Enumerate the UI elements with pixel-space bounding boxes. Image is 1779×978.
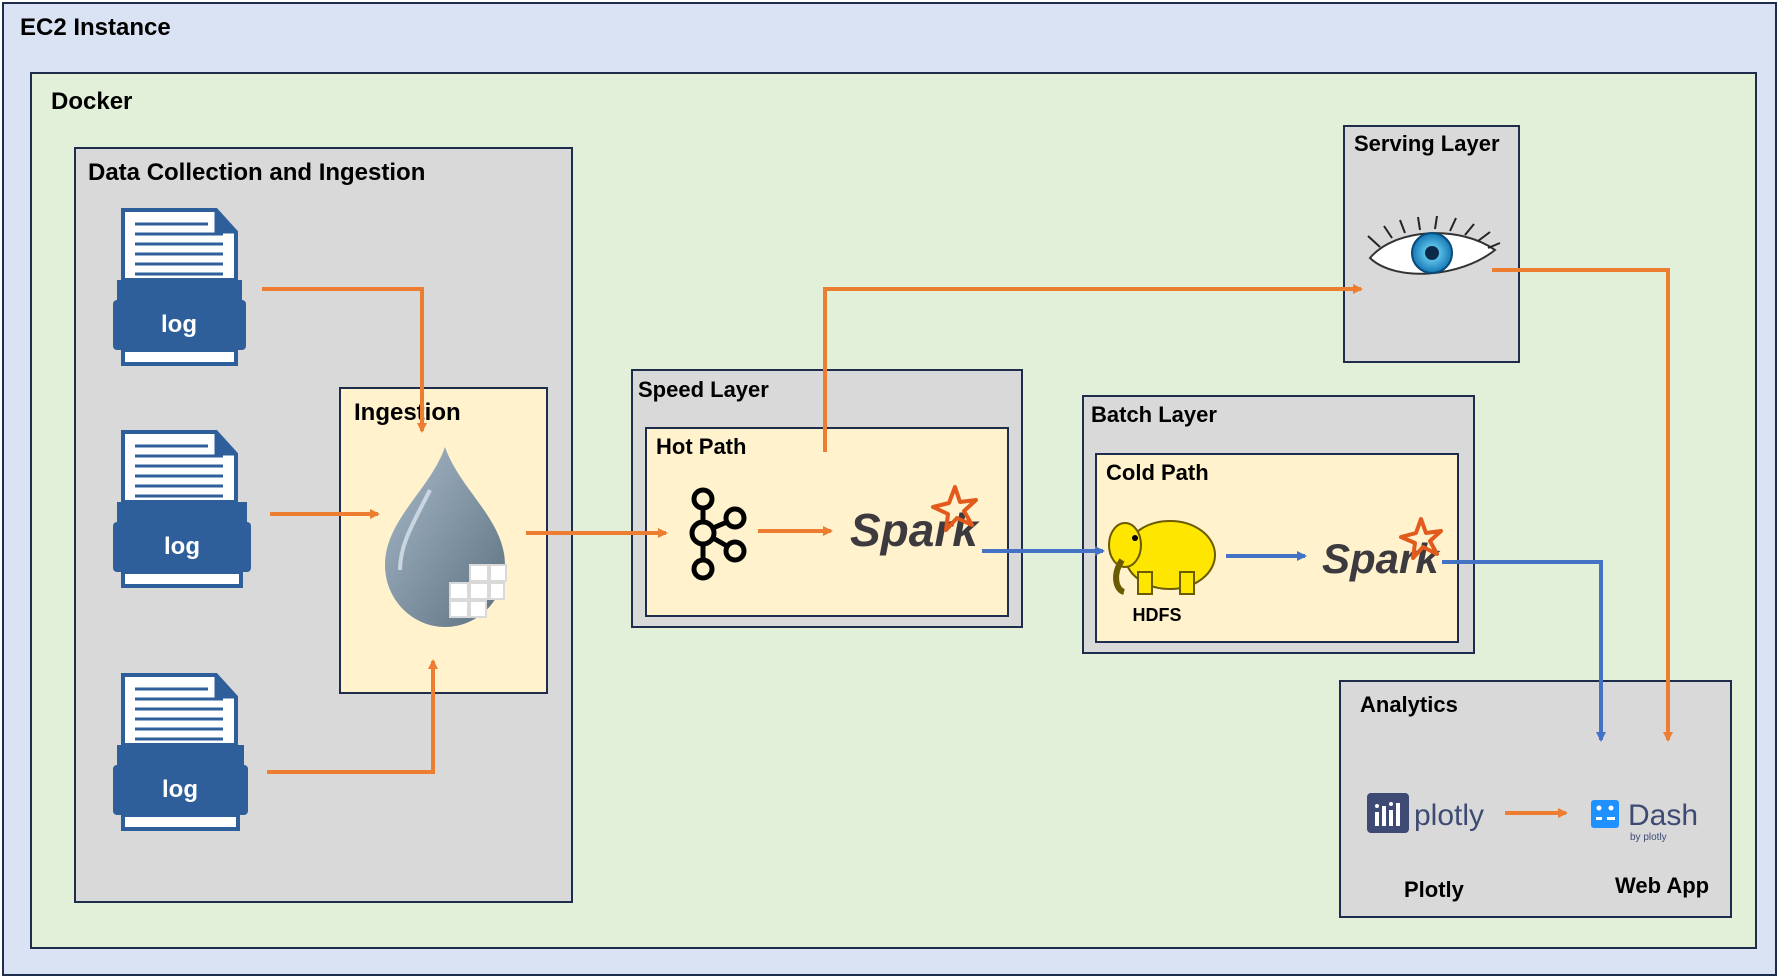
ingestion-title: Ingestion	[354, 399, 461, 426]
arrow-log3-ingestion	[267, 659, 438, 774]
arrow-spark-analytics	[1442, 560, 1606, 742]
hdfs-elephant-icon: HDFS	[1108, 520, 1216, 625]
serving-layer-title: Serving Layer	[1354, 131, 1500, 156]
arrow-hotpath-serving	[823, 284, 1363, 452]
kafka-icon	[689, 487, 747, 581]
ingestion-drop-icon	[385, 447, 507, 627]
spark-icon-hot: Spark	[850, 485, 980, 556]
dash-logo-sub: by plotly	[1630, 832, 1667, 843]
arrow-serving-webapp	[1492, 268, 1673, 742]
docker-title: Docker	[51, 88, 132, 115]
hdfs-label: HDFS	[1133, 605, 1182, 625]
log-file-icon-2: log	[113, 430, 251, 588]
batch-layer-title: Batch Layer	[1091, 402, 1217, 427]
ec2-title: EC2 Instance	[20, 14, 171, 41]
log-label-1: log	[161, 311, 197, 338]
dash-logo: Dash by plotly	[1591, 799, 1698, 843]
log-file-icon-3: log	[113, 673, 248, 831]
plotly-caption: Plotly	[1404, 877, 1465, 902]
spark-label-cold: Spark	[1322, 535, 1441, 582]
cassandra-eye-icon	[1367, 215, 1501, 275]
hot-path-title: Hot Path	[656, 434, 746, 459]
spark-icon-cold: Spark	[1322, 517, 1443, 582]
log-label-3: log	[162, 776, 198, 803]
spark-label-hot: Spark	[850, 504, 980, 556]
dash-logo-text: Dash	[1628, 799, 1698, 832]
log-label-2: log	[164, 533, 200, 560]
flow-arrows	[262, 268, 1673, 818]
arrow-log1-ingestion	[262, 287, 427, 433]
plotly-logo: plotly	[1367, 793, 1484, 833]
log-file-icon-1: log	[113, 208, 246, 366]
plotly-logo-text: plotly	[1414, 799, 1484, 832]
cold-path-title: Cold Path	[1106, 460, 1209, 485]
analytics-title: Analytics	[1360, 692, 1458, 717]
collection-title: Data Collection and Ingestion	[88, 159, 425, 186]
webapp-caption: Web App	[1615, 873, 1709, 898]
speed-layer-title: Speed Layer	[638, 377, 769, 402]
